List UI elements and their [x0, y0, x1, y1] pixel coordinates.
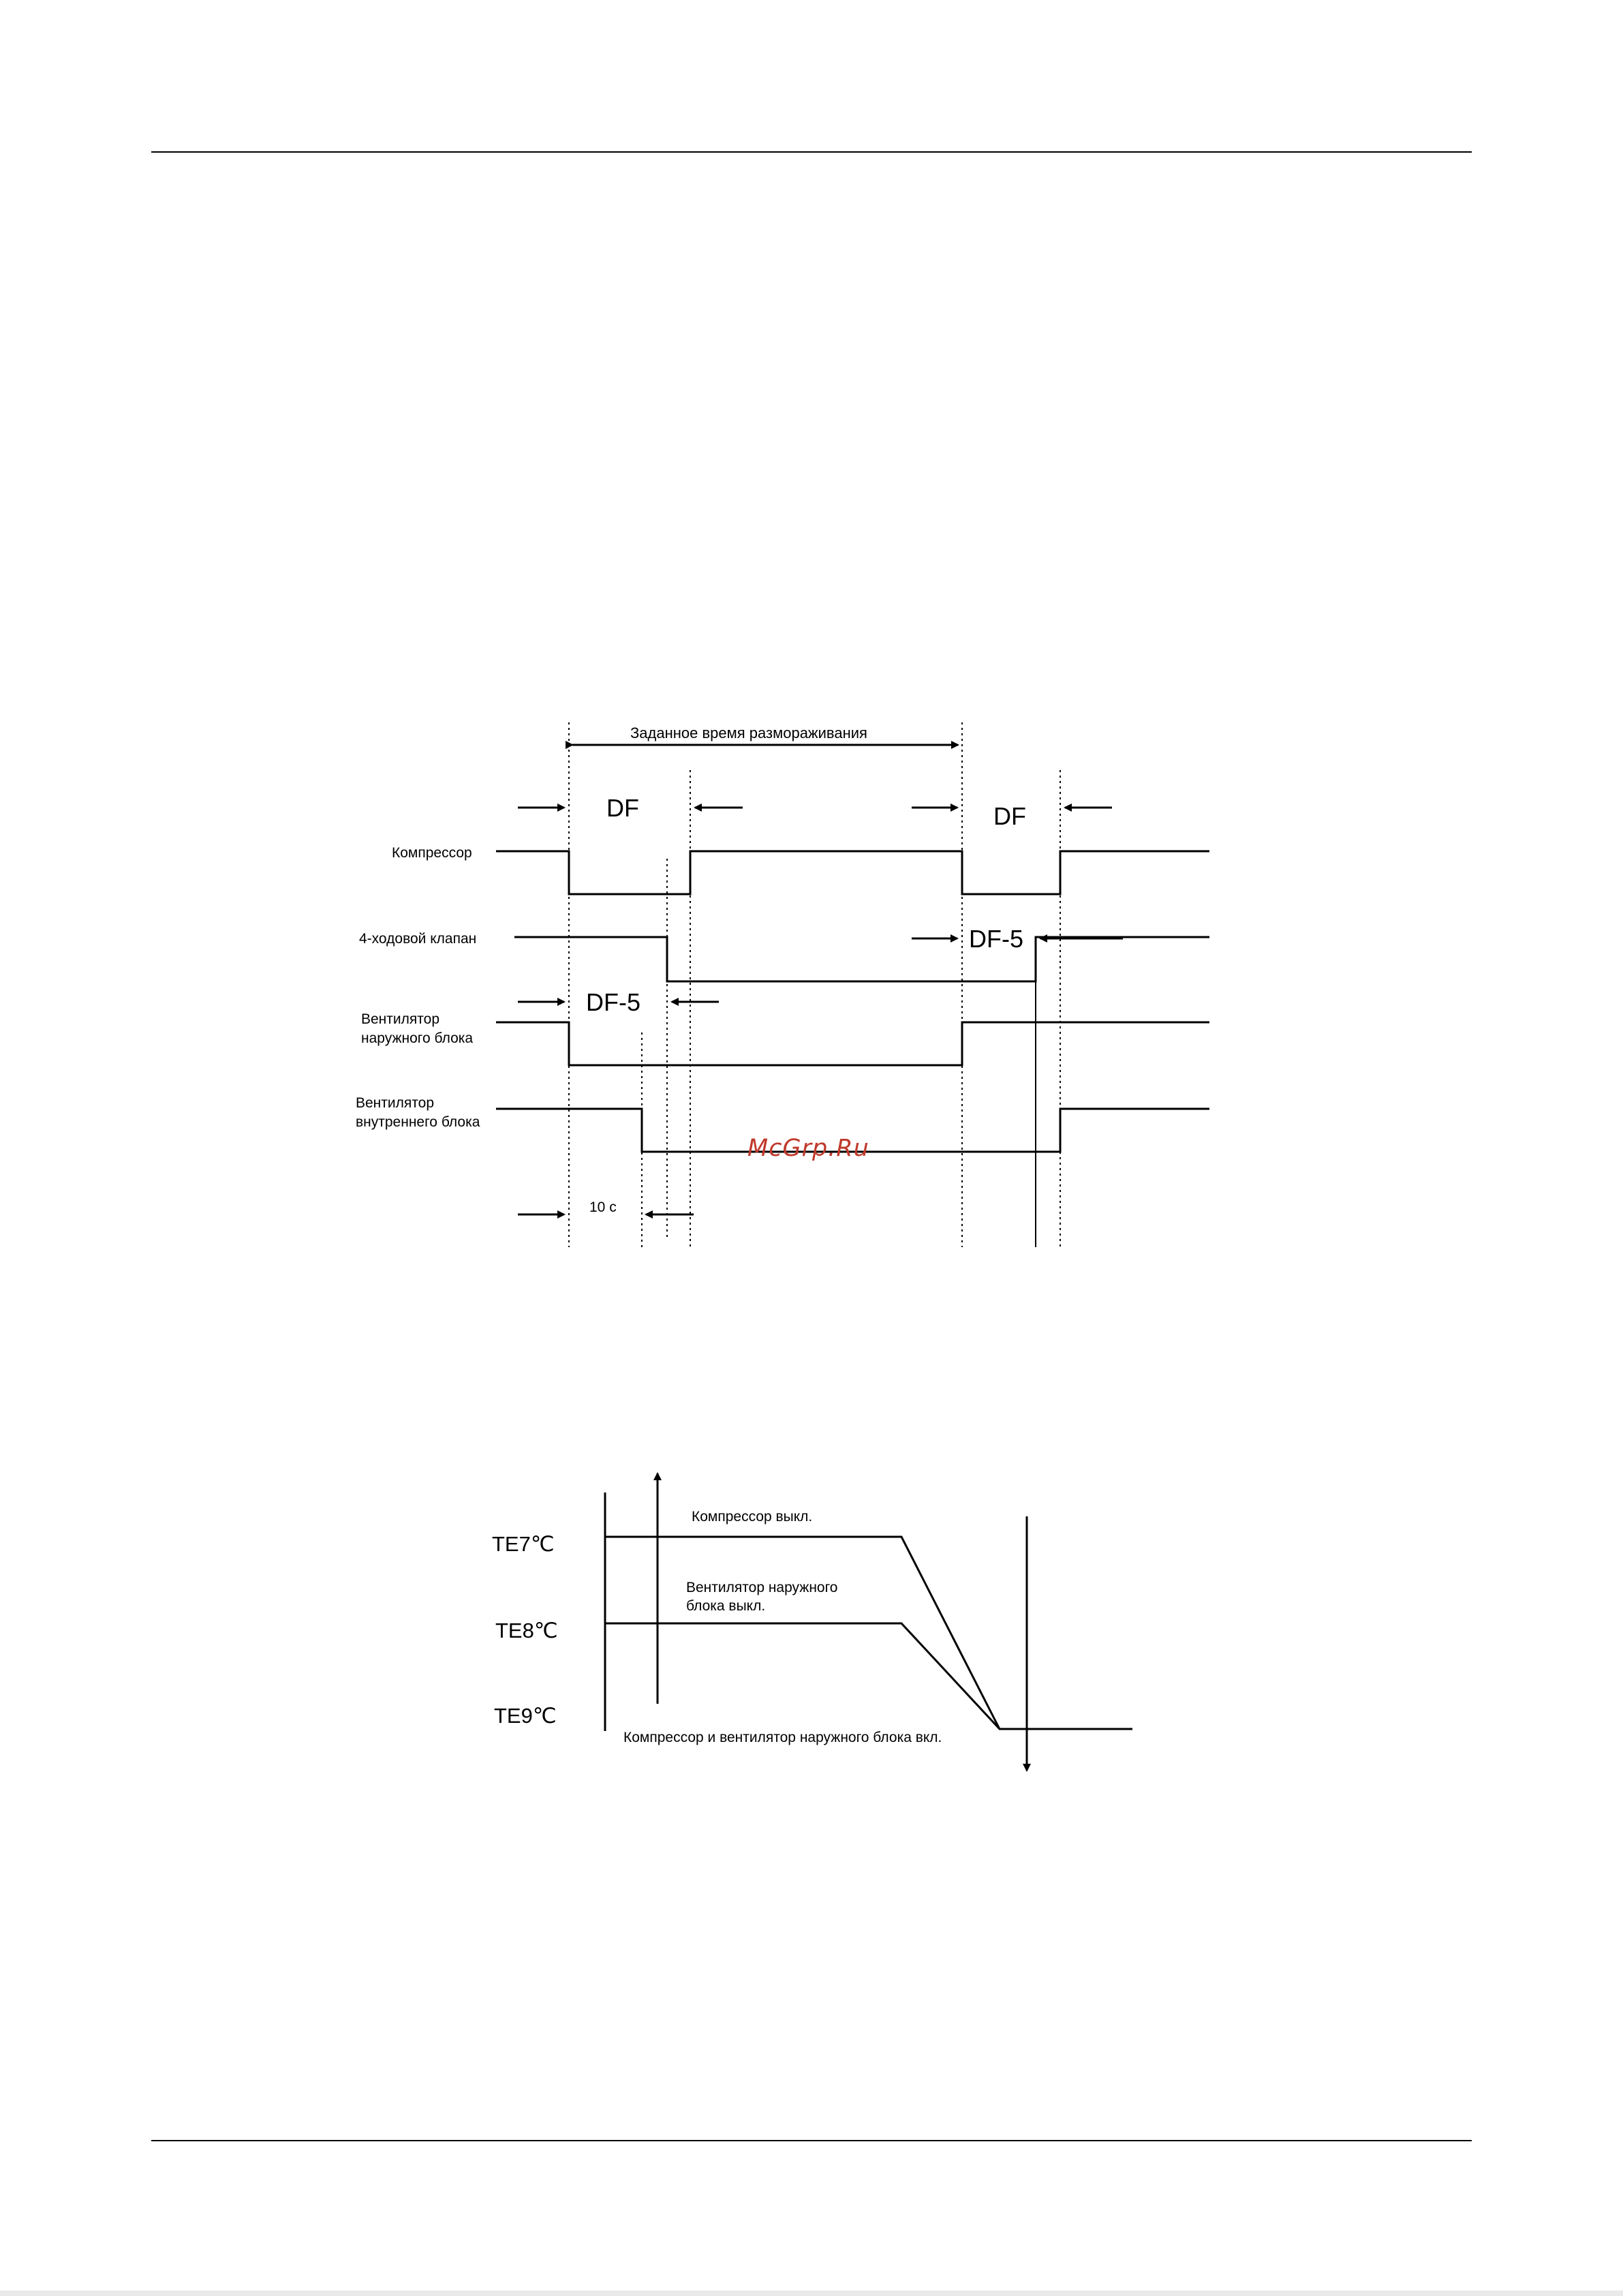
span-label: Заданное время размораживания: [630, 724, 867, 741]
both-on-label: Компрессор и вентилятор наружного блока …: [623, 1730, 942, 1745]
defrost-timing-diagram: [496, 722, 1209, 1247]
indoor-fan-row-label-1: Вентилятор: [356, 1095, 434, 1111]
te8-label: TE8℃: [495, 1619, 558, 1642]
valve-row-label: 4-ходовой клапан: [359, 931, 476, 947]
watermark: McGrp.Ru: [747, 1135, 869, 1162]
df5-label-1: DF-5: [586, 988, 640, 1016]
df5-label-2: DF-5: [969, 925, 1023, 953]
outdoor-fan-off-label-1: Вентилятор наружного: [686, 1580, 838, 1595]
compressor-off-label: Компрессор выкл.: [692, 1509, 812, 1525]
timing-guides: [569, 722, 1060, 1247]
outdoor-fan-row-label-1: Вентилятор: [361, 1011, 439, 1027]
te7-label: TE7℃: [492, 1532, 555, 1556]
te9-label: TE9℃: [494, 1704, 557, 1728]
outdoor-fan-off-label-2: блока выкл.: [686, 1598, 765, 1614]
outdoor-fan-row-label-2: наружного блока: [361, 1030, 473, 1046]
valve-signal: [514, 937, 1209, 981]
outdoor-fan-signal: [496, 1022, 1209, 1065]
df-label-1: DF: [606, 794, 639, 822]
te7-curve: [605, 1537, 1000, 1729]
te8-curve: [605, 1623, 1132, 1729]
compressor-signal: [496, 851, 1209, 894]
indoor-fan-row-label-2: внутреннего блока: [356, 1114, 480, 1130]
temperature-control-diagram: [605, 1473, 1132, 1771]
compressor-row-label: Компрессор: [392, 845, 472, 861]
ten-sec-label: 10 с: [589, 1199, 617, 1215]
df-label-2: DF: [993, 802, 1026, 830]
